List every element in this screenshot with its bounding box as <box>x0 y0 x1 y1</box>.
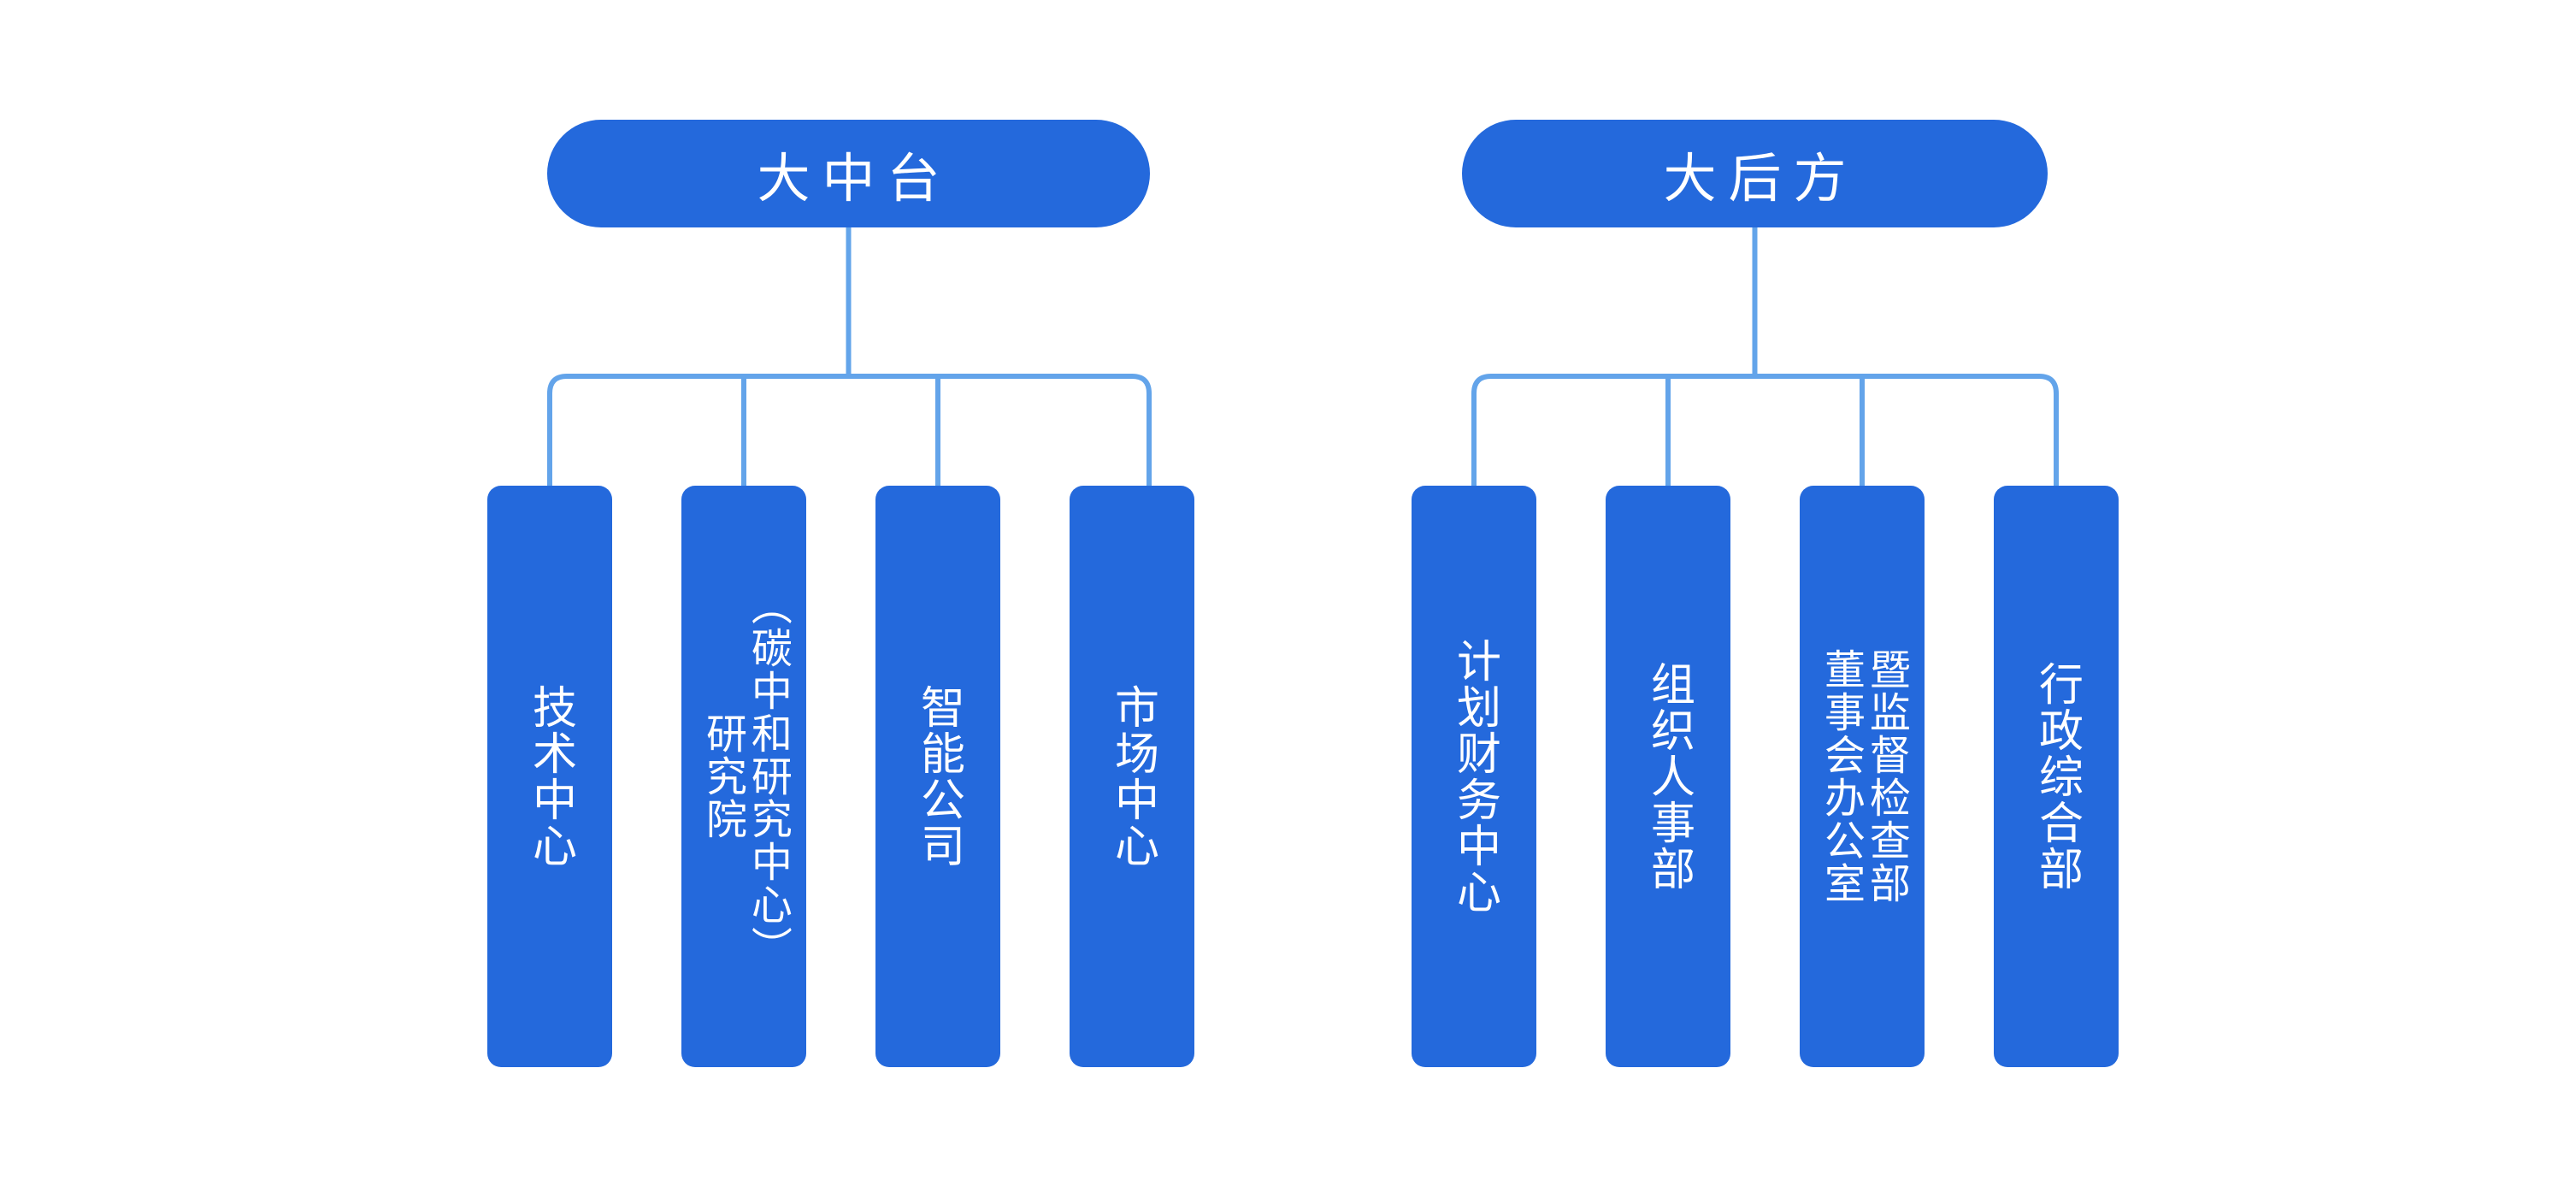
connector-bus-right <box>1471 374 2059 1067</box>
node-research-institute[interactable]: （碳中和研究中心） 研究院 <box>681 486 806 1067</box>
node-text-columns: 暨监督检查部 董事会办公室 <box>1818 648 1908 905</box>
node-organization-personnel-dept[interactable]: 组织人事部 <box>1606 486 1730 1067</box>
root-node-middle-platform[interactable]: 大中台 <box>547 120 1150 227</box>
node-tech-center[interactable]: 技术中心 <box>487 486 612 1067</box>
node-planning-finance-center[interactable]: 计划财务中心 <box>1412 486 1536 1067</box>
node-label-column: （碳中和研究中心） <box>744 584 790 969</box>
connector-group-middle-platform <box>547 227 1152 1067</box>
node-label-column: 技术中心 <box>525 684 575 869</box>
node-market-center[interactable]: 市场中心 <box>1070 486 1194 1067</box>
node-text-columns: 市场中心 <box>1107 684 1158 869</box>
connector-group-rear-support <box>1471 227 2059 1067</box>
node-label-column: 行政综合部 <box>2031 661 2082 892</box>
node-label-column: 组织人事部 <box>1643 661 1694 892</box>
node-board-office-supervision-dept[interactable]: 暨监督检查部 董事会办公室 <box>1800 486 1925 1067</box>
node-text-columns: （碳中和研究中心） 研究院 <box>699 584 790 969</box>
node-intelligent-company[interactable]: 智能公司 <box>875 486 1000 1067</box>
node-label-column: 市场中心 <box>1107 684 1158 869</box>
node-text-columns: 组织人事部 <box>1643 661 1694 892</box>
node-label-column: 暨监督检查部 <box>1862 648 1908 905</box>
node-label-column: 计划财务中心 <box>1449 638 1500 915</box>
node-label-column: 研究院 <box>699 712 745 841</box>
node-text-columns: 计划财务中心 <box>1449 638 1500 915</box>
connector-bus-left <box>547 374 1152 1067</box>
node-label-column: 智能公司 <box>913 684 964 869</box>
node-administrative-affairs-dept[interactable]: 行政综合部 <box>1994 486 2119 1067</box>
node-text-columns: 行政综合部 <box>2031 661 2082 892</box>
node-text-columns: 智能公司 <box>913 684 964 869</box>
node-label-column: 董事会办公室 <box>1818 648 1863 905</box>
root-node-rear-support[interactable]: 大后方 <box>1462 120 2048 227</box>
node-text-columns: 技术中心 <box>525 684 575 869</box>
